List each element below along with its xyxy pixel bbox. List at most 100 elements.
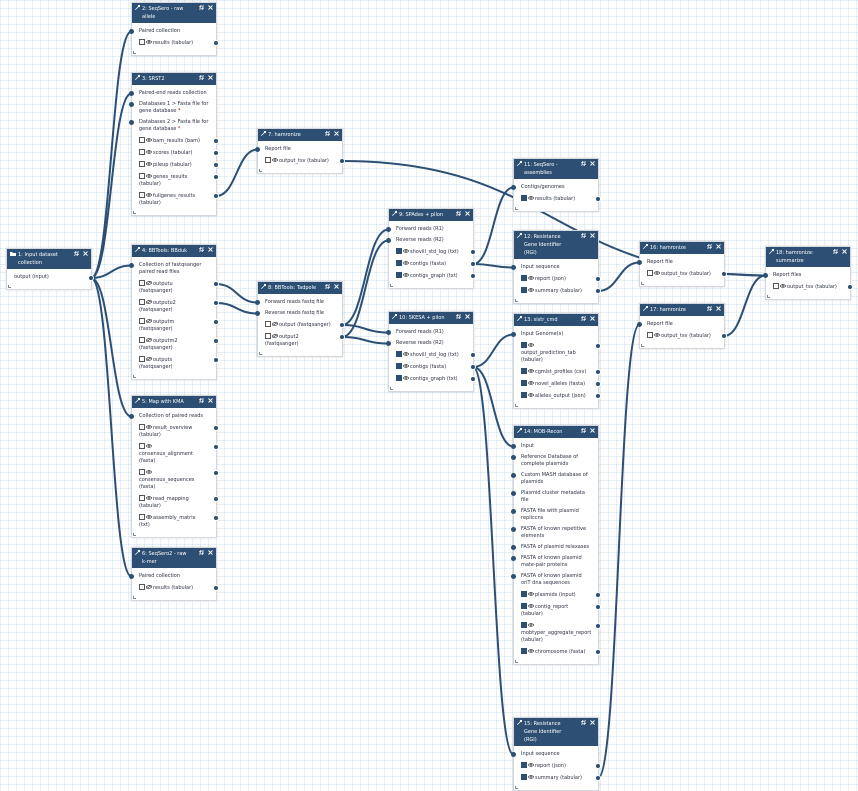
output-terminal[interactable] [213,40,219,46]
eye-icon[interactable] [527,381,535,387]
output-checkbox[interactable] [139,318,145,324]
output-checkbox[interactable] [139,356,145,362]
eye-icon[interactable] [145,174,153,180]
copy-icon[interactable] [706,305,713,314]
resize-handle[interactable] [390,387,393,390]
node-header[interactable]: 13: sistr_cmd [514,314,598,326]
output-terminal[interactable] [213,425,219,431]
close-icon[interactable] [208,5,213,13]
input-terminal[interactable] [129,29,134,34]
output-checkbox[interactable] [521,648,527,654]
output-checkbox[interactable] [139,173,145,179]
output-checkbox[interactable] [396,375,402,381]
input-terminal[interactable] [511,752,516,757]
eye-icon[interactable] [527,369,535,375]
output-checkbox[interactable] [139,495,145,501]
output-terminal[interactable] [213,174,219,180]
output-checkbox[interactable] [521,622,527,628]
input-terminal[interactable] [511,455,516,460]
close-icon[interactable] [208,75,213,83]
output-checkbox[interactable] [521,287,527,293]
copy-icon[interactable] [324,130,331,139]
output-terminal[interactable] [595,276,601,282]
input-terminal[interactable] [511,509,516,514]
output-terminal[interactable] [595,623,601,629]
output-terminal[interactable] [595,763,601,769]
output-terminal[interactable] [847,284,853,290]
output-checkbox[interactable] [139,39,145,45]
output-checkbox[interactable] [521,342,527,348]
node-header[interactable]: 10: SKESA + pilon [389,312,473,324]
node-header[interactable]: 4: BBTools: BBduk [132,245,216,257]
output-checkbox[interactable] [139,137,145,143]
output-checkbox[interactable] [647,270,653,276]
output-checkbox[interactable] [396,363,402,369]
resize-handle[interactable] [133,375,136,378]
input-terminal[interactable] [511,185,516,190]
resize-handle[interactable] [390,284,393,287]
eye-icon[interactable] [779,284,787,290]
input-terminal[interactable] [255,311,260,316]
output-terminal[interactable] [213,470,219,476]
output-terminal[interactable] [470,273,476,279]
resize-handle[interactable] [515,404,518,407]
node-header[interactable]: 7: hamronize [258,129,342,141]
close-icon[interactable] [590,233,595,241]
copy-icon[interactable] [73,250,80,259]
output-terminal[interactable] [339,158,345,164]
close-icon[interactable] [465,314,470,322]
output-terminal[interactable] [470,364,476,370]
output-terminal[interactable] [595,592,601,598]
output-terminal[interactable] [213,193,219,199]
node-header[interactable]: 16: hamronize [640,242,724,254]
copy-icon[interactable] [706,243,713,252]
input-terminal[interactable] [511,556,516,561]
output-terminal[interactable] [213,338,219,344]
eye-icon[interactable] [145,150,153,156]
output-terminal[interactable] [595,649,601,655]
resize-handle[interactable] [515,786,518,789]
node-header[interactable]: 14: MOB-Recon [514,426,598,438]
close-icon[interactable] [334,131,339,139]
output-checkbox[interactable] [647,332,653,338]
output-checkbox[interactable] [139,469,145,475]
eye-icon[interactable] [145,40,153,46]
workflow-node[interactable]: 15: Resistance Gene Identifier (RGI)Inpu… [511,717,601,791]
output-terminal[interactable] [213,162,219,168]
copy-icon[interactable] [198,246,205,255]
node-header[interactable]: 8: BBTools: Tadpole [258,282,342,294]
close-icon[interactable] [590,428,595,436]
eye-icon[interactable] [145,193,153,199]
output-checkbox[interactable] [139,514,145,520]
input-terminal[interactable] [255,147,260,152]
copy-icon[interactable] [580,427,587,436]
resize-handle[interactable] [133,211,136,214]
resize-handle[interactable] [133,533,136,536]
eye-slash-icon[interactable] [145,318,153,325]
output-checkbox[interactable] [521,591,527,597]
input-terminal[interactable] [255,300,260,305]
resize-handle[interactable] [259,352,262,355]
output-checkbox[interactable] [265,321,271,327]
eye-icon[interactable] [653,271,661,277]
eye-icon[interactable] [527,592,535,598]
input-terminal[interactable] [637,260,642,265]
output-terminal[interactable] [213,357,219,363]
eye-icon[interactable] [271,158,279,164]
output-terminal[interactable] [213,319,219,325]
close-icon[interactable] [590,720,595,728]
input-terminal[interactable] [511,491,516,496]
output-terminal[interactable] [595,343,601,349]
output-checkbox[interactable] [139,161,145,167]
copy-icon[interactable] [198,74,205,83]
output-checkbox[interactable] [139,424,145,430]
node-header[interactable]: 12: Resistance Gene Identifier (RGI) [514,231,598,259]
eye-icon[interactable] [402,273,410,279]
input-terminal[interactable] [637,322,642,327]
resize-handle[interactable] [767,295,770,298]
